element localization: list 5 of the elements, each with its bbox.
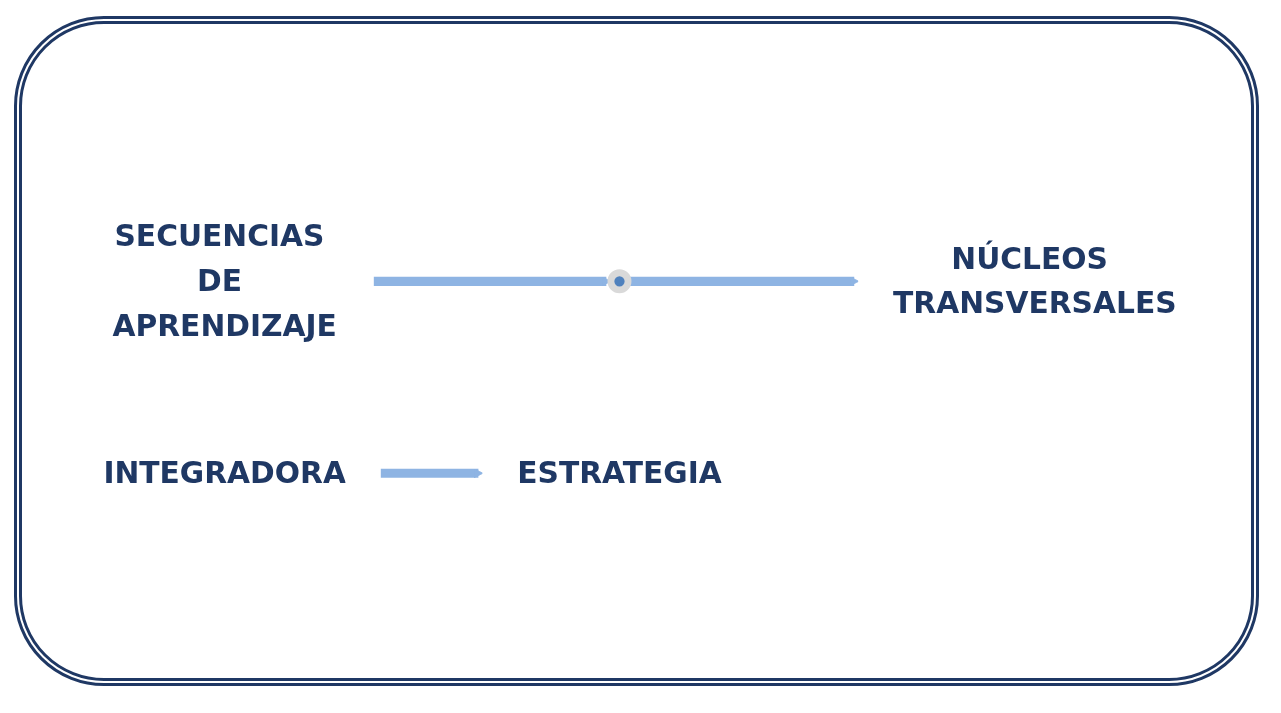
node-circle	[607, 269, 632, 294]
node-text: INTEGRADORA	[103, 455, 346, 490]
node-text: SECUENCIAS DE APRENDIZAJE	[112, 219, 337, 343]
node-text: ESTRATEGIA	[517, 455, 722, 490]
node-text: NÚCLEOS TRANSVERSALES	[893, 241, 1177, 321]
